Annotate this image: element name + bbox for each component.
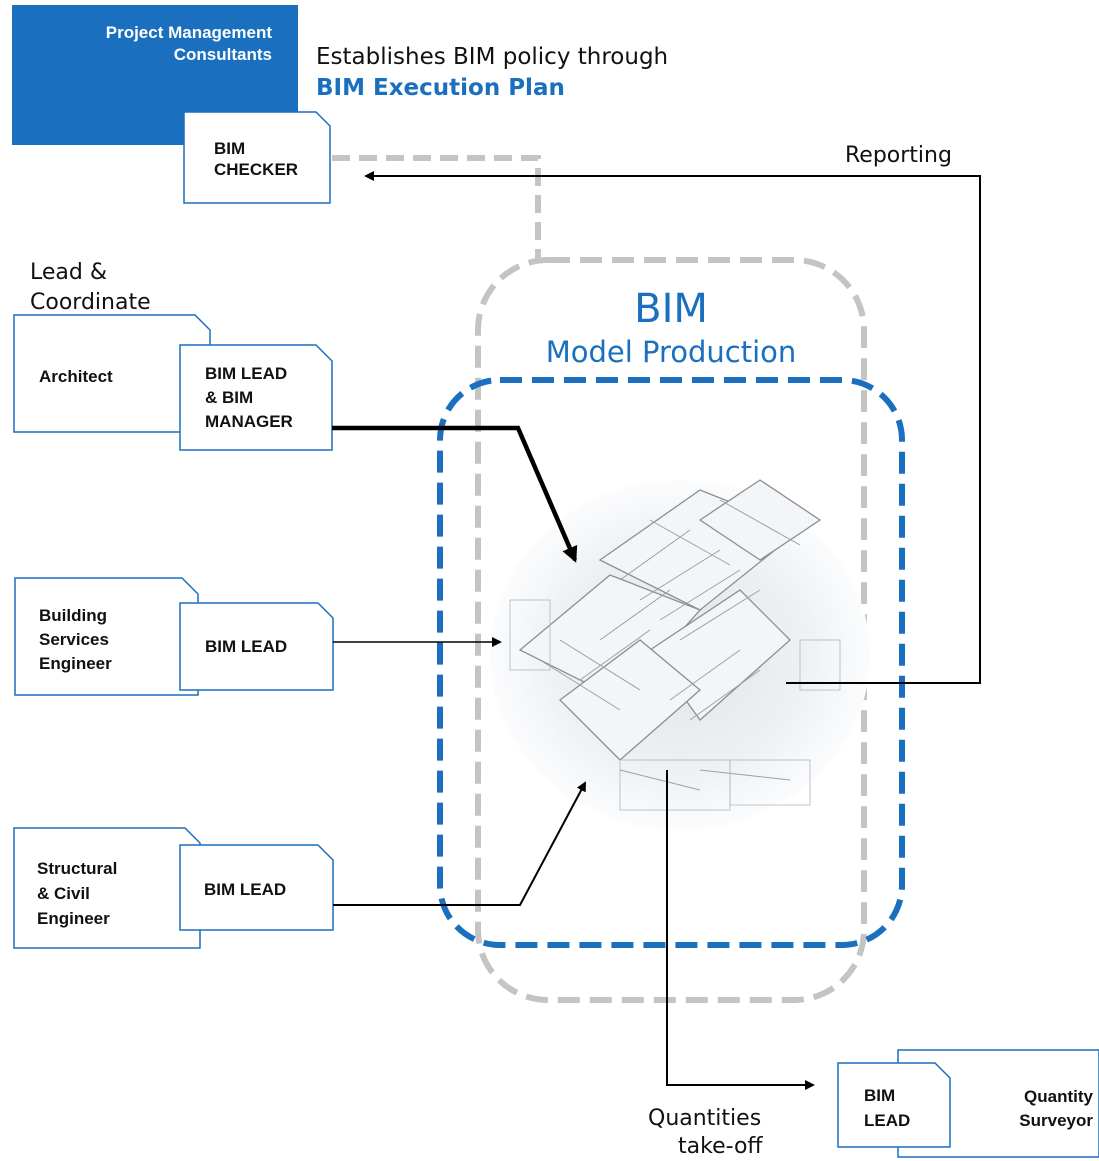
services-name: Building Services Engineer [39, 604, 112, 676]
qs-name-line1: Quantity [1024, 1087, 1093, 1106]
qs-name-line2: Surveyor [1019, 1111, 1093, 1130]
qs-role: BIM LEAD [864, 1083, 910, 1133]
checker-label-line1: BIM [214, 139, 246, 158]
lead-coordinate-line2: Coordinate [30, 290, 151, 315]
policy-text-line1: Establishes BIM policy through [316, 44, 669, 70]
architect-role-line2: & BIM [205, 388, 254, 407]
structural-name-line2: & Civil [37, 884, 90, 903]
services-name-line3: Engineer [39, 654, 112, 673]
structural-role: BIM LEAD [204, 880, 287, 899]
services-name-line2: Services [39, 630, 109, 649]
structural-name-line1: Structural [37, 859, 118, 878]
structural-name-line3: Engineer [37, 909, 110, 928]
bim-subtitle: Model Production [545, 335, 797, 369]
quantities-line2: take-off [678, 1134, 763, 1159]
services-role-card [179, 602, 334, 691]
quantities-connector [666, 770, 815, 1090]
architect-name: Architect [39, 367, 113, 386]
architect-role-line3: MANAGER [205, 412, 293, 431]
architect-role-card [179, 344, 333, 451]
pm-title: Project Management Consultants [20, 22, 272, 66]
checker-label: BIM CHECKER [214, 138, 298, 180]
checker-label-line2: CHECKER [214, 160, 299, 179]
policy-text-line2: BIM Execution Plan [316, 75, 565, 101]
architect-role-line1: BIM LEAD [205, 364, 288, 383]
pm-title-line1: Project Management [105, 23, 272, 42]
reporting-label: Reporting [845, 143, 952, 168]
quantities-line1: Quantities [648, 1106, 762, 1131]
building-render [490, 479, 870, 830]
lead-coordinate-line1: Lead & [30, 260, 107, 285]
pm-title-line2: Consultants [173, 45, 272, 64]
reporting-connector [364, 171, 981, 684]
pm-banner [12, 5, 298, 145]
qs-role-line1: BIM [864, 1086, 896, 1105]
bim-title: BIM [634, 286, 708, 332]
architect-role: BIM LEAD & BIM MANAGER [205, 362, 293, 434]
architect-connector [332, 425, 578, 563]
services-role: BIM LEAD [205, 637, 288, 656]
qs-role-card [837, 1062, 951, 1148]
qs-role-line2: LEAD [864, 1111, 911, 1130]
lead-coordinate-label: Lead & Coordinate [30, 258, 151, 318]
checker-link-dashed [332, 155, 541, 260]
structural-name: Structural & Civil Engineer [37, 856, 117, 931]
model-production-outline [437, 377, 905, 948]
services-name-line1: Building [39, 606, 107, 625]
structural-connector [333, 781, 586, 906]
checker-card [183, 111, 331, 204]
quantities-label: Quantities take-off [648, 1105, 790, 1161]
structural-role-card [179, 844, 334, 931]
qs-name: Quantity Surveyor [990, 1085, 1093, 1133]
